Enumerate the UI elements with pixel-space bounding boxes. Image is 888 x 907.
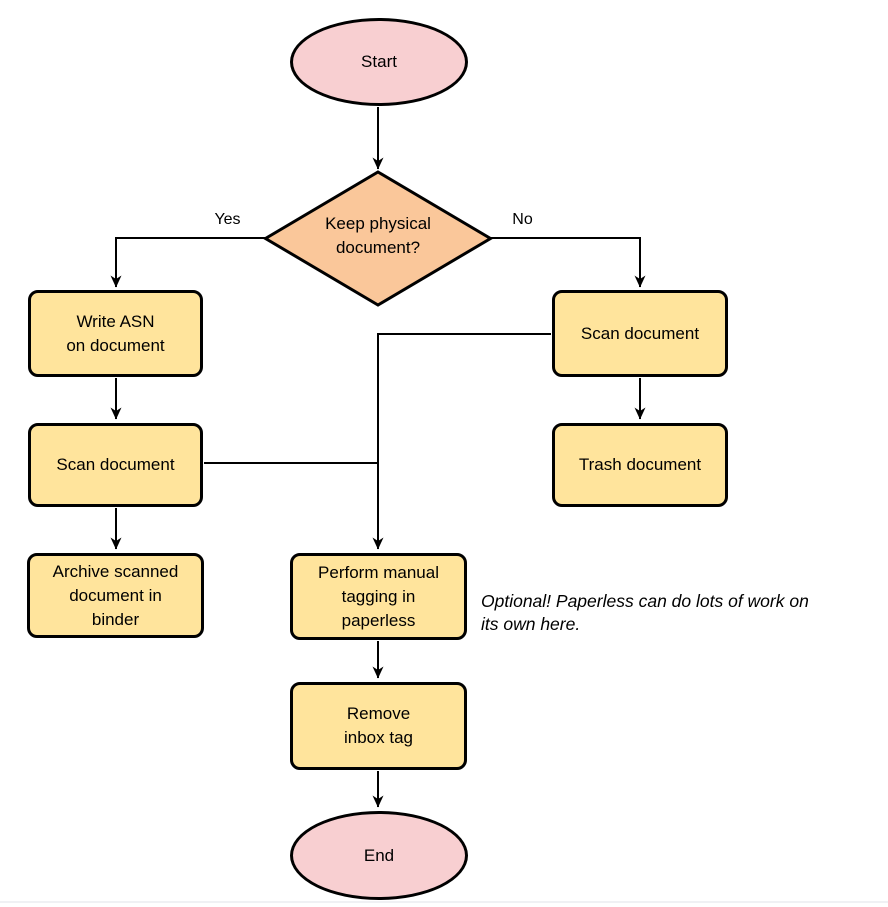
node-write-asn: Write ASN on document (28, 290, 203, 377)
node-scan-document-left: Scan document (28, 423, 203, 507)
node-end: End (290, 811, 468, 900)
node-decision-label: Keep physical document? (325, 214, 431, 257)
node-remove-inbox-tag: Remove inbox tag (290, 682, 467, 770)
decision-diamond-shape (262, 170, 494, 307)
node-archive-in-binder: Archive scanned document in binder (27, 553, 204, 638)
edge-label-yes: Yes (214, 211, 241, 228)
node-manual-tagging: Perform manual tagging in paperless (290, 553, 467, 640)
node-start: Start (290, 18, 468, 106)
edge-scan-right-to-tagging (372, 333, 551, 550)
edge-label-no: No (512, 211, 533, 228)
node-trash-document: Trash document (552, 423, 728, 507)
edge-decision-no-to-scan-right (489, 237, 646, 288)
edge-decision-yes-to-write-asn (110, 237, 266, 288)
bottom-divider (0, 901, 888, 903)
optional-note: Optional! Paperless can do lots of work … (481, 591, 809, 634)
node-scan-document-right: Scan document (552, 290, 728, 377)
